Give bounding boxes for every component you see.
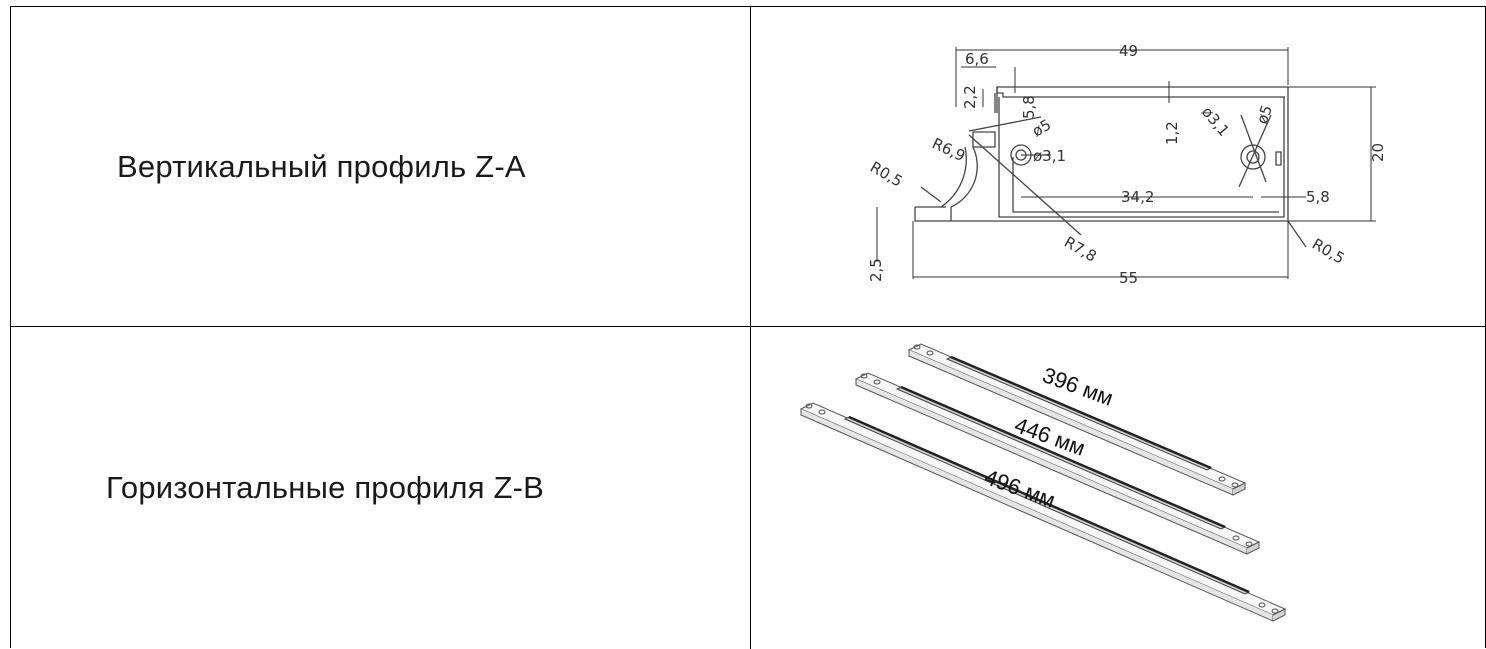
vertical-profile-drawing: 49 6,6 2,2 5,8 1,2 ø5 ø3,1 ø3,1 ø5 R6,9 … xyxy=(867,42,1387,287)
profile-bar-396 xyxy=(907,343,1247,496)
dim-r0-5-left: R0,5 xyxy=(867,158,906,191)
dim-phi5-right: ø5 xyxy=(1253,103,1276,127)
dim-r7-8: R7,8 xyxy=(1061,233,1100,266)
cell-horizontal-profiles-label: Горизонтальные профиля Z-B xyxy=(11,327,751,649)
cell-vertical-profile-label: Вертикальный профиль Z-A xyxy=(11,7,751,327)
dim-r6-9: R6,9 xyxy=(929,134,968,165)
profile-bar-446 xyxy=(854,372,1261,555)
dim-r0-5-right: R0,5 xyxy=(1309,235,1348,268)
vertical-profile-label: Вертикальный профиль Z-A xyxy=(117,148,526,184)
dim-phi3-1-right: ø3,1 xyxy=(1198,103,1233,140)
dim-5-8-top: 5,8 xyxy=(1020,95,1038,119)
dim-1-2: 1,2 xyxy=(1163,121,1181,145)
dim-phi3-1-left: ø3,1 xyxy=(1033,147,1066,165)
dim-34-2: 34,2 xyxy=(1121,188,1154,206)
cell-vertical-profile-drawing: 49 6,6 2,2 5,8 1,2 ø5 ø3,1 ø3,1 ø5 R6,9 … xyxy=(751,7,1486,327)
dim-5-8-right: 5,8 xyxy=(1306,188,1330,206)
dim-2-2: 2,2 xyxy=(961,85,979,109)
horizontal-profiles-label: Горизонтальные профиля Z-B xyxy=(106,470,545,505)
dim-6-6: 6,6 xyxy=(965,50,989,68)
dim-2-5: 2,5 xyxy=(867,258,885,282)
dim-20: 20 xyxy=(1369,143,1387,162)
spec-table: Вертикальный профиль Z-A xyxy=(10,6,1486,649)
horizontal-profiles-drawing: 396 мм 446 мм 496 мм xyxy=(799,343,1287,622)
dim-49: 49 xyxy=(1119,42,1138,60)
cell-horizontal-profiles-drawing: 396 мм 446 мм 496 мм xyxy=(751,327,1486,649)
profile-bar-496 xyxy=(799,402,1287,622)
dim-55: 55 xyxy=(1119,269,1138,287)
